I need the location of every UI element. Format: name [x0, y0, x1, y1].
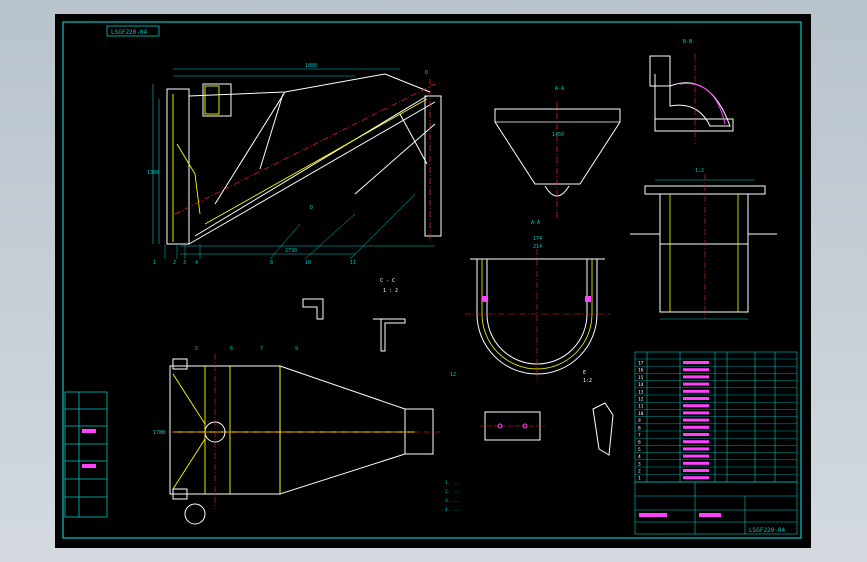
parts-list-index: 17 [638, 361, 644, 367]
e-detail-view: E 1:2 [583, 370, 614, 456]
balloon-3: 3 [183, 260, 186, 266]
parts-list-index: 8 [638, 425, 641, 431]
balloon-5: 5 [195, 346, 198, 352]
dim-1450: 1450 [552, 132, 564, 138]
parts-list-index: 9 [638, 418, 641, 424]
parts-list-name-mark [683, 447, 709, 451]
balloon-8: 8 [270, 260, 273, 266]
parts-list-name-mark [683, 404, 709, 408]
parts-list-name-mark [683, 397, 709, 400]
parts-list-index: 12 [638, 397, 644, 403]
dim-1780: 1780 [153, 430, 165, 436]
parts-list-name-mark [683, 425, 709, 429]
balloon-2: 2 [173, 260, 176, 266]
note-4: 4. ... [445, 507, 461, 513]
drawing-sheet[interactable]: LSGF220-04 [55, 14, 811, 548]
cc-section-view: C - C 1 : 2 [302, 278, 406, 352]
dim-214: 214 [533, 244, 542, 250]
parts-list-name-mark [683, 461, 709, 465]
top-tag-box [106, 25, 160, 37]
title-block-mark [639, 513, 667, 517]
drawing-border [62, 21, 802, 539]
note-2: 2. ... [445, 489, 461, 495]
drawing-canvas: LSGF220-04 [62, 21, 802, 539]
parts-list-index: 1 [638, 476, 641, 482]
label-section-bb: B-B [683, 39, 692, 45]
parts-list-index: 10 [638, 411, 644, 417]
label-section-cc: C - C [380, 278, 395, 284]
label-view-e: E [583, 370, 586, 376]
parts-list-index: 4 [638, 454, 641, 460]
title-block-mark-2 [699, 513, 721, 517]
parts-list-name-mark [683, 375, 709, 379]
flange-detail-view [480, 411, 545, 441]
parts-list-index: 3 [638, 461, 641, 467]
parts-list-index: 16 [638, 368, 644, 374]
left-table-marks [82, 429, 96, 468]
parts-list-name-mark [683, 418, 709, 422]
label-view-d: D [310, 205, 313, 211]
dim-1880: 1880 [305, 63, 317, 69]
balloon-10: 10 [305, 260, 311, 266]
parts-list-name-mark [683, 440, 709, 444]
main-elevation-view: 1880 2730 1390 [147, 63, 442, 266]
parts-list-index: 7 [638, 433, 641, 439]
parts-list-name-mark [683, 389, 709, 393]
parts-list-name-mark [683, 433, 709, 436]
note-1: 1. ... [445, 480, 461, 486]
drawing-number: LSGF220-04 [749, 527, 786, 534]
parts-list-name-mark [683, 454, 709, 458]
balloon-1: 1 [153, 260, 156, 266]
parts-list-index: 15 [638, 375, 644, 381]
parts-list-name-mark [683, 382, 709, 386]
parts-list-index: 11 [638, 404, 644, 410]
parts-list-name-mark [683, 476, 709, 480]
dim-1390: 1390 [147, 170, 159, 176]
balloon-9: 9 [295, 346, 298, 352]
balloon-12: 12 [450, 372, 456, 378]
technical-notes: 1. ... 2. ... 3. ... 4. ... [445, 480, 461, 513]
balloon-6: 6 [230, 346, 233, 352]
label-section-aa-hopper: A-A [555, 86, 564, 92]
bb-section-view: B-B [649, 39, 734, 144]
parts-list-name-mark [683, 411, 709, 415]
label-section-aa-u: A-A [531, 220, 540, 226]
parts-list-table [634, 351, 798, 483]
aa-u-section-view: A-A 174 214 [465, 220, 610, 379]
title-block [634, 481, 798, 535]
parts-list-name-mark [683, 368, 709, 372]
label-view-d-top: D [425, 70, 428, 76]
pipe-section-view: 1:2 [630, 168, 777, 320]
parts-list-index: 14 [638, 382, 644, 388]
balloon-4: 4 [195, 260, 198, 266]
left-margin-table [64, 391, 108, 518]
top-drawing-number: LSGF220-04 [111, 29, 148, 36]
label-scale-cc: 1 : 2 [383, 288, 398, 294]
parts-list-index: 2 [638, 469, 641, 475]
dim-174: 174 [533, 236, 542, 242]
balloon-11: 11 [350, 260, 356, 266]
parts-list-name-mark [683, 469, 709, 472]
dim-2730: 2730 [285, 248, 297, 254]
parts-list-index: 6 [638, 440, 641, 446]
label-scale-e: 1:2 [583, 378, 592, 384]
balloon-7: 7 [260, 346, 263, 352]
bottom-plan-view: 1780 5 6 7 9 12 [153, 346, 456, 525]
hopper-section-view: A-A 1450 [494, 86, 621, 219]
parts-list-index: 13 [638, 389, 644, 395]
label-scale-12: 1:2 [695, 168, 704, 174]
parts-list-index: 5 [638, 447, 641, 453]
note-3: 3. ... [445, 498, 461, 504]
parts-list-name-mark [683, 361, 709, 364]
